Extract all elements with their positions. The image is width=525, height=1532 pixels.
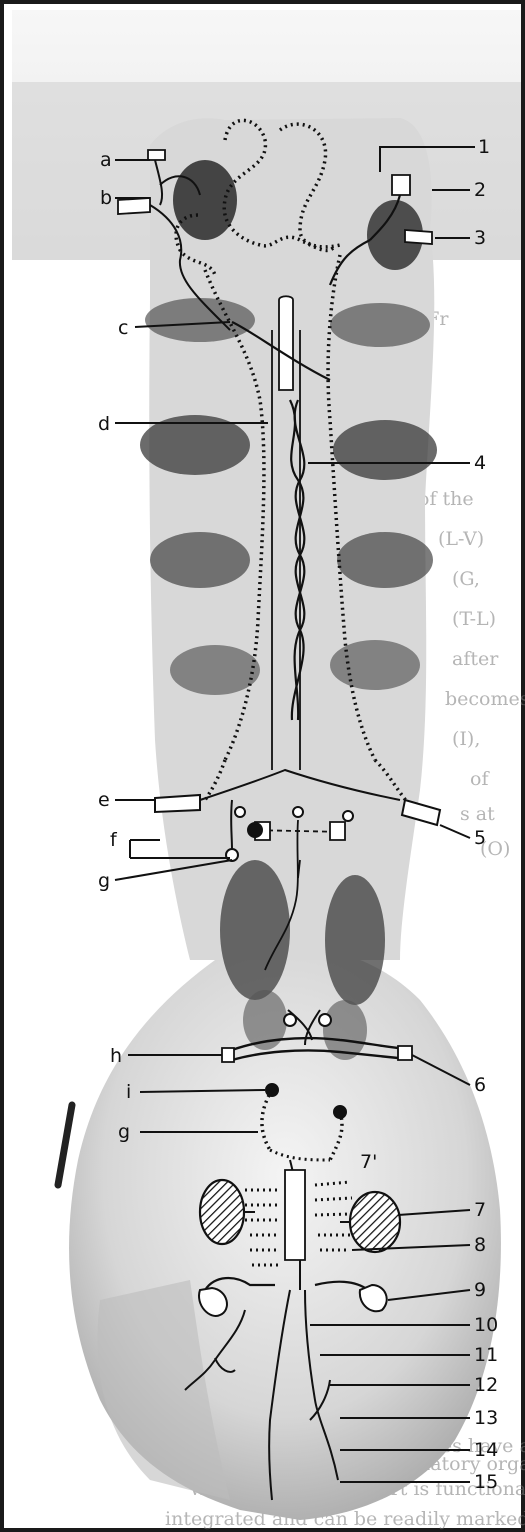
label-h: h	[110, 1045, 122, 1067]
background-text-line: (I),	[452, 728, 480, 750]
background-text-line: s at	[460, 803, 495, 825]
label-6: 6	[474, 1074, 486, 1096]
label-8: 8	[474, 1234, 486, 1256]
label-7: 7	[474, 1199, 486, 1221]
label-c: c	[118, 317, 128, 339]
label-g-upper: g	[98, 870, 110, 892]
background-text-line: of the	[418, 488, 474, 510]
background-text-line: (L-V)	[438, 528, 484, 550]
rib-shadow-5	[150, 532, 250, 588]
background-text-line: (T-L)	[452, 608, 496, 630]
vessel-stub-icon	[343, 811, 353, 821]
label-15: 15	[474, 1471, 498, 1493]
vertebra-dark-1	[173, 160, 237, 240]
label-e: e	[98, 789, 110, 811]
label-i: i	[126, 1081, 131, 1103]
hatched-lymph-node-icon	[350, 1192, 400, 1252]
label-10: 10	[474, 1314, 498, 1336]
vessel-stub-icon	[226, 849, 238, 861]
rib-shadow-8	[330, 640, 420, 690]
vessel-stub-icon	[155, 795, 200, 812]
rib-shadow-4	[333, 420, 437, 480]
rib-shadow-6	[337, 532, 433, 588]
kidney-shadow-left	[220, 860, 290, 1000]
vessel-stub-icon	[392, 175, 410, 195]
hatched-lymph-node-icon	[200, 1180, 244, 1244]
vessel-stub-icon	[293, 807, 303, 817]
kidney-shadow-right	[325, 875, 385, 1005]
label-b: b	[100, 187, 112, 209]
label-7-prime: 7'	[360, 1151, 377, 1173]
background-text-line: becomes	[445, 688, 525, 710]
vessel-stub-icon	[222, 1048, 234, 1062]
vessel-stub-icon	[405, 230, 432, 244]
rib-shadow-7	[170, 645, 260, 695]
label-11: 11	[474, 1344, 498, 1366]
vessel-stub-icon	[248, 823, 262, 837]
background-text-line: after	[452, 648, 499, 670]
vessel-stub-icon	[398, 1046, 412, 1060]
background-text-line: of	[470, 768, 490, 790]
vessel-stub-icon	[231, 800, 232, 850]
label-2: 2	[474, 179, 486, 201]
rib-shadow-2	[330, 303, 430, 347]
vessel-stub-icon	[148, 150, 165, 160]
vessel-stub-icon	[235, 807, 245, 817]
label-a: a	[100, 149, 112, 171]
rib-shadow-1	[145, 298, 255, 342]
label-4: 4	[474, 452, 486, 474]
vessel-stub-icon	[279, 296, 293, 390]
vessel-stub-icon	[319, 1014, 331, 1026]
vessel-stub-icon	[330, 822, 345, 840]
label-d: d	[98, 413, 110, 435]
label-9: 9	[474, 1279, 486, 1301]
vessel-stub-icon	[284, 1014, 296, 1026]
label-g-lower: g	[118, 1121, 130, 1143]
label-3: 3	[474, 227, 486, 249]
label-13: 13	[474, 1407, 498, 1429]
label-14: 14	[474, 1439, 498, 1461]
label-12: 12	[474, 1374, 498, 1396]
background-text-line: (G,	[452, 568, 480, 590]
label-5: 5	[474, 827, 486, 849]
vessel-stub-icon	[118, 198, 150, 214]
vessel-stub-icon	[285, 1170, 305, 1260]
label-1: 1	[478, 136, 490, 158]
